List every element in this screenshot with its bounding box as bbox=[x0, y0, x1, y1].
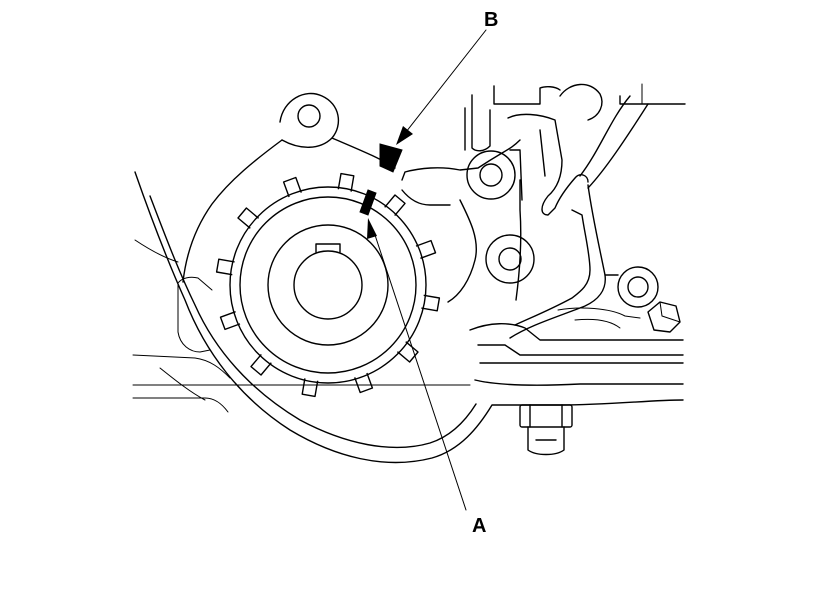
pointer-mark bbox=[379, 143, 403, 173]
leader-b bbox=[396, 29, 487, 145]
oil-pump-sprocket bbox=[215, 172, 441, 398]
sprocket-tooth bbox=[421, 294, 441, 312]
alignment-mark bbox=[359, 189, 377, 216]
sprocket-tooth bbox=[215, 258, 235, 276]
housing-bosses bbox=[466, 150, 659, 308]
label-b: B bbox=[484, 9, 498, 31]
sprocket-tooth bbox=[415, 239, 437, 259]
lower-housing bbox=[469, 301, 684, 386]
mounting-bolt bbox=[519, 404, 573, 456]
sprocket-tooth bbox=[354, 372, 374, 394]
sprocket-tooth bbox=[301, 378, 319, 398]
leader-a bbox=[367, 218, 467, 511]
sprocket-tooth bbox=[282, 176, 302, 198]
engine-housing bbox=[132, 92, 684, 464]
sprocket-tooth bbox=[237, 207, 260, 229]
sprocket-teeth bbox=[215, 172, 441, 398]
housing-ribs bbox=[401, 83, 686, 339]
label-a: A bbox=[472, 515, 486, 537]
sprocket-tooth bbox=[219, 311, 241, 331]
sprocket-tooth bbox=[337, 172, 355, 192]
sprocket-tooth bbox=[250, 353, 272, 376]
sprocket-tooth bbox=[384, 194, 406, 217]
